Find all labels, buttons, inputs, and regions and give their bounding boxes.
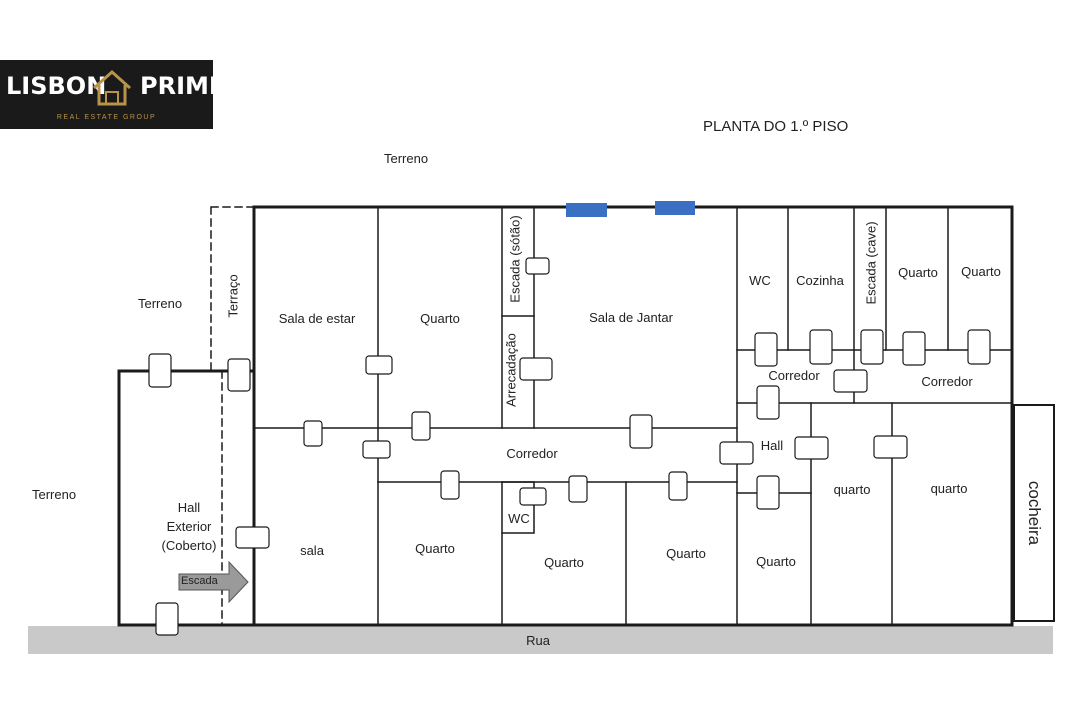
page-title: PLANTA DO 1.º PISO (703, 118, 849, 135)
room-cocheira: cocheira (1025, 480, 1044, 546)
window (566, 203, 607, 217)
room-corredor-upper-right: Corredor (921, 374, 973, 389)
room-cozinha: Cozinha (796, 273, 844, 288)
room-quarto-lower-2: quarto (930, 481, 968, 496)
room-sala-de-jantar: Sala de Jantar (589, 310, 673, 325)
room-quarto-top: Quarto (420, 311, 460, 326)
room-hall-exterior-line3: (Coberto) (161, 538, 217, 553)
terrace-dashed (210, 206, 255, 626)
logo-text-right: PRIME (140, 72, 226, 100)
room-quarto-bottom-4: Quarto (756, 554, 796, 569)
street (28, 626, 1053, 654)
room-terraco: Terraço (225, 274, 241, 318)
room-quarto-bottom-2: Quarto (544, 555, 584, 570)
doors (148, 257, 991, 636)
room-sala: sala (300, 543, 324, 558)
logo-text-left: LISBON (6, 72, 107, 100)
label-rua: Rua (526, 633, 550, 648)
label-terreno-left-upper: Terreno (138, 296, 183, 311)
label-terreno-left-lower: Terreno (32, 487, 77, 502)
room-escada-cave: Escada (cave) (863, 221, 879, 305)
label-terreno-top: Terreno (384, 151, 429, 166)
room-quarto-right-1: Quarto (898, 265, 938, 280)
window (655, 201, 695, 215)
room-wc-top: WC (749, 273, 771, 288)
interior-walls (253, 206, 1013, 626)
room-hall-exterior-line2: Exterior (166, 519, 212, 534)
label-escada: Escada (181, 575, 218, 587)
logo-tagline: REAL ESTATE GROUP (56, 114, 157, 121)
room-quarto-bottom-1: Quarto (415, 541, 455, 556)
room-quarto-lower-1: quarto (833, 482, 871, 497)
room-wc-bottom: WC (508, 511, 530, 526)
stairs-arrow-icon (178, 560, 249, 604)
room-hall: Hall (760, 438, 784, 453)
logo: LISBON PRIME REAL ESTATE GROUP (0, 60, 225, 129)
room-escada-sotao: Escada (sótão) (507, 215, 523, 303)
room-quarto-right-2: Quarto (961, 264, 1001, 279)
room-corredor-main: Corredor (506, 446, 558, 461)
room-hall-exterior-line1: Hall (177, 500, 201, 515)
house-logo-icon (93, 69, 131, 106)
room-sala-de-estar: Sala de estar (278, 311, 356, 326)
room-arrecadacao: Arrecadação (503, 333, 519, 407)
room-quarto-bottom-3: Quarto (666, 546, 706, 561)
room-corredor-upper-left: Corredor (768, 368, 820, 383)
cocheira-outline (1013, 404, 1055, 622)
main-outline (252, 205, 1014, 627)
